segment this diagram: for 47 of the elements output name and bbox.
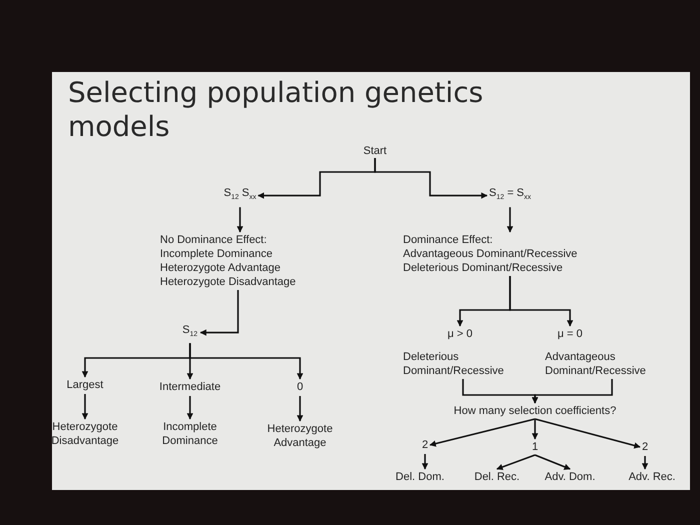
- arrow: [534, 454, 571, 470]
- arrow: [82, 394, 88, 420]
- arrow: [200, 290, 239, 336]
- node-label: 1: [532, 440, 538, 454]
- node-label: S$_{12}$ S$_{xx}$: [224, 186, 256, 206]
- node-label: Heterozygote Disadvantage: [45, 420, 125, 448]
- list-item: Heterozygote Disadvantage: [160, 275, 296, 289]
- node-label: How many selection coefficients?: [454, 404, 616, 418]
- node-label: Largest: [66, 378, 104, 392]
- node-label: Adv. Rec.: [628, 470, 676, 484]
- heading-text: No Dominance Effect:: [160, 233, 268, 247]
- node-label: Deleterious Dominant/Recessive: [403, 350, 528, 378]
- arrow: [422, 454, 428, 470]
- node-label: Incomplete Dominance: [150, 420, 230, 448]
- arrow: [374, 158, 488, 199]
- arrow: [642, 456, 648, 470]
- node-label: Intermediate: [159, 380, 221, 394]
- arrow: [189, 343, 304, 380]
- node-label: μ > 0: [448, 327, 472, 341]
- node-label: 2: [422, 438, 428, 452]
- node-label: 0: [296, 380, 304, 394]
- list-item: Deleterious Dominant/Recessive: [403, 261, 564, 275]
- arrow: [532, 379, 613, 404]
- node-label: Adv. Dom.: [544, 470, 596, 484]
- node-label: Advantageous Dominant/Recessive: [545, 350, 680, 378]
- node-label: S$_{12}$ = S$_{xx}$: [489, 186, 531, 206]
- node-label: S$_{12}$: [182, 323, 198, 342]
- arrow: [509, 276, 574, 327]
- arrow: [236, 207, 244, 233]
- node-label: Heterozygote Advantage: [260, 422, 340, 450]
- arrow: [496, 454, 536, 470]
- node-label: Start: [363, 144, 387, 158]
- arrow: [186, 396, 194, 420]
- arrow: [296, 396, 304, 422]
- list-item: Incomplete Dominance: [160, 247, 274, 261]
- node-label: Del. Dom.: [396, 470, 444, 484]
- arrow: [534, 418, 641, 449]
- heading-text: Dominance Effect:: [403, 233, 494, 247]
- slide-title: Selecting population genetics models: [68, 76, 484, 144]
- list-item: Heterozygote Advantage: [160, 261, 282, 275]
- node-label: μ = 0: [558, 327, 582, 341]
- arrow: [532, 420, 538, 440]
- arrow: [429, 418, 536, 447]
- list-item: Advantageous Dominant/Recessive: [403, 247, 578, 261]
- arrow: [506, 207, 514, 233]
- node-label: Del. Rec.: [474, 470, 520, 484]
- node-label: 2: [642, 440, 648, 454]
